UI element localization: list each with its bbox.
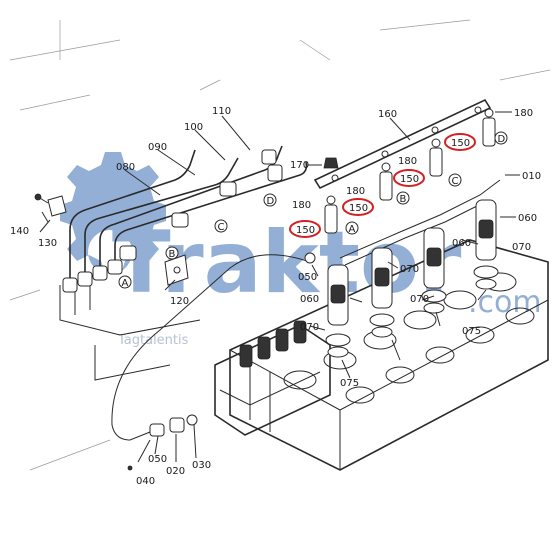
callout-070-right: 070 — [512, 242, 531, 253]
injector-2 — [369, 247, 395, 338]
highlight-marks — [289, 133, 476, 238]
feed-line-fittings — [127, 252, 316, 471]
callout-075-right: 075 — [462, 326, 481, 337]
callout-030: 030 — [192, 460, 211, 471]
callout-180-top: 180 — [514, 108, 533, 119]
part-callouts: 110 100 090 080 140 130 120 160 180 170 … — [10, 106, 541, 487]
nozzle-holders — [323, 108, 496, 234]
callout-180-left: 180 — [346, 186, 365, 197]
callout-150-2: 150 — [349, 203, 368, 214]
injector-4 — [473, 199, 499, 290]
callout-180-low: 180 — [292, 200, 311, 211]
highlight-150-2 — [342, 198, 374, 216]
callout-060-mid: 060 — [452, 238, 471, 249]
leak-off-pipe — [313, 98, 492, 190]
callout-050-upper: 050 — [298, 272, 317, 283]
letter-c-injectors: C — [452, 176, 459, 187]
reference-letters: A B C D A B C D — [118, 131, 508, 289]
callout-170: 170 — [290, 160, 309, 171]
callout-020: 020 — [166, 466, 185, 477]
letter-a-injectors: A — [349, 224, 356, 235]
callout-070-lower: 070 — [410, 294, 429, 305]
callout-110: 110 — [212, 106, 231, 117]
highlight-150-1 — [289, 220, 321, 238]
highlight-150-4 — [444, 133, 476, 151]
callout-075-left: 075 — [340, 378, 359, 389]
background-sketch — [9, 19, 551, 471]
callout-120: 120 — [170, 296, 189, 307]
injector-nozzles — [325, 199, 499, 358]
highlight-150-3 — [393, 169, 425, 187]
letter-c-pipes: C — [218, 222, 225, 233]
callout-090: 090 — [148, 142, 167, 153]
callout-180-mid: 180 — [398, 156, 417, 167]
pipe-fittings — [62, 149, 283, 293]
callout-100: 100 — [184, 122, 203, 133]
injection-pump — [214, 320, 331, 436]
leader-lines — [39, 111, 520, 463]
letter-a-pipes: A — [122, 278, 129, 289]
callout-150-1: 150 — [296, 225, 315, 236]
pipe-clamp-bracket — [34, 193, 189, 286]
letter-d-pipes: D — [267, 196, 275, 207]
callout-160: 160 — [378, 109, 397, 120]
injector-1 — [325, 264, 351, 358]
callout-130: 130 — [38, 238, 57, 249]
callout-140: 140 — [10, 226, 29, 237]
cylinder-head-ports — [283, 272, 535, 404]
engine-block — [229, 239, 549, 471]
watermark-logo: Traktor .com Tagtalentis — [60, 152, 542, 348]
watermark-tagline: Tagtalentis — [117, 333, 189, 348]
callout-070-left: 070 — [300, 322, 319, 333]
letter-b-pipes: B — [169, 249, 176, 260]
callout-060-left: 060 — [300, 294, 319, 305]
callout-050-lower: 050 — [148, 454, 167, 465]
callout-060-right: 060 — [518, 213, 537, 224]
letter-b-injectors: B — [400, 194, 407, 205]
callout-040: 040 — [136, 476, 155, 487]
letter-d-injectors: D — [498, 134, 506, 145]
callout-070-mid: 070 — [400, 264, 419, 275]
callout-010: 010 — [522, 171, 541, 182]
callout-080: 080 — [116, 162, 135, 173]
callout-150-3: 150 — [400, 174, 419, 185]
watermark-gear-icon — [60, 152, 166, 274]
callout-150-4: 150 — [451, 138, 470, 149]
injector-3 — [421, 227, 447, 314]
